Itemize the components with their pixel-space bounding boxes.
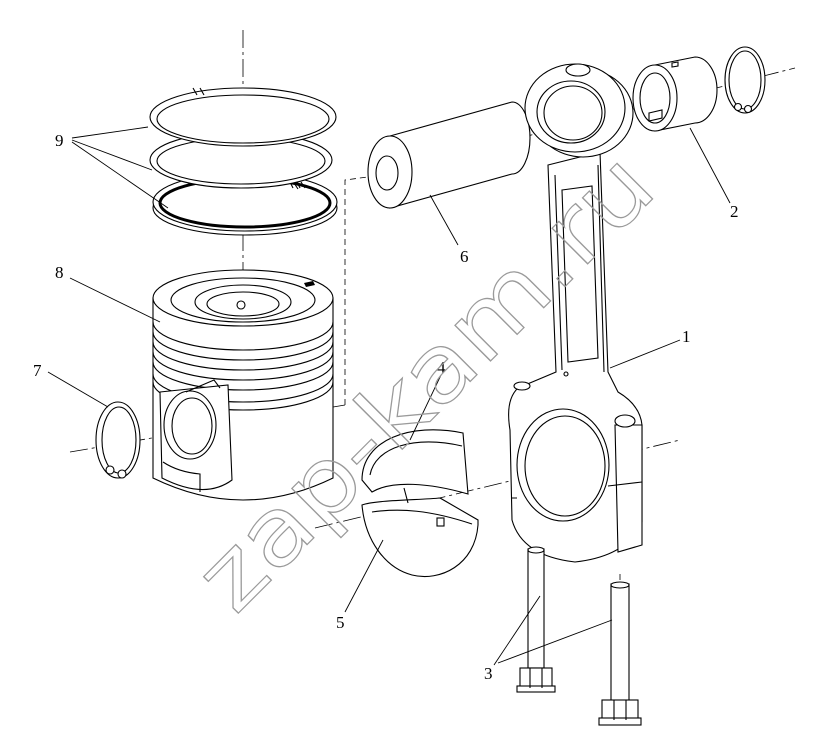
callout-5: 5 xyxy=(336,613,345,632)
conrod-bolt-left xyxy=(516,546,556,693)
connecting-rod xyxy=(508,63,643,563)
circlip-left-tab-1 xyxy=(105,465,115,475)
bolt-right-flange xyxy=(598,717,642,726)
piston xyxy=(152,269,334,501)
piston-pin-body xyxy=(389,101,531,209)
conrod-web xyxy=(561,185,599,363)
lower-shell-split xyxy=(403,487,409,504)
leader-2 xyxy=(689,127,731,204)
ring-top-inner xyxy=(156,94,330,144)
leader-4 xyxy=(409,374,442,441)
bolt-right-tip xyxy=(610,581,630,589)
small-end-bushing xyxy=(632,56,718,132)
conrod-bolt-boss xyxy=(614,424,643,553)
conrod-mark xyxy=(563,371,569,377)
circlip-left xyxy=(95,401,141,479)
circlip-right xyxy=(724,46,766,114)
bolt-left-head xyxy=(519,667,553,689)
bolt-right-shank xyxy=(610,583,630,702)
piston-ring-top xyxy=(149,87,337,147)
leader-lines xyxy=(47,126,731,666)
circlip-left-inner xyxy=(101,406,137,474)
upper-bearing-shell xyxy=(361,429,469,495)
piston-groove-1 xyxy=(152,321,334,351)
conrod-big-end-bore-inner xyxy=(524,415,606,517)
upper-shell-inner-edge xyxy=(369,441,463,476)
ring-second-gap xyxy=(293,181,306,190)
upper-shell-body xyxy=(361,429,469,495)
piston-crown-edge xyxy=(170,277,316,323)
bushing-oil-hole xyxy=(671,61,679,68)
circlip-right-inner xyxy=(728,50,762,110)
piston-orientation-mark xyxy=(304,281,315,287)
conrod-cap-parting-line xyxy=(512,481,643,499)
lower-shell-inner-edge xyxy=(371,509,473,525)
piston-groove-6 xyxy=(152,373,334,403)
circlip-left-tab-2 xyxy=(117,469,127,479)
ring-top-gap xyxy=(192,87,205,96)
callout-9: 9 xyxy=(55,131,64,150)
piston-boss-rib xyxy=(162,379,221,492)
leader-8 xyxy=(69,277,161,323)
bolt-right-head xyxy=(601,699,639,721)
bolt-left-tip xyxy=(527,546,545,554)
callout-6: 6 xyxy=(460,247,469,266)
circlip-right-tab-2 xyxy=(743,104,753,114)
piston-bowl-center xyxy=(236,300,246,310)
conrod-small-end-bore xyxy=(536,80,606,144)
bolt-right-head-facets xyxy=(613,700,627,720)
callout-1: 1 xyxy=(682,327,691,346)
bolt-left-flange xyxy=(516,685,556,693)
leader-3 xyxy=(493,595,613,666)
lower-shell-tab xyxy=(436,517,445,527)
piston-pin-bore-inner xyxy=(171,397,213,455)
conrod-left-boss xyxy=(513,381,531,391)
bolt-left-head-facets xyxy=(529,668,543,688)
bushing-groove xyxy=(648,109,663,122)
piston-bowl-inner xyxy=(206,291,280,317)
conrod-small-end-bore-inner xyxy=(543,85,603,141)
piston-pin-hole xyxy=(375,155,399,191)
bolt-left-shank xyxy=(527,548,545,669)
piston-ring-second xyxy=(149,131,333,190)
conrod-big-end-bore xyxy=(516,408,610,522)
leader-5 xyxy=(344,539,384,613)
pin-connector-line xyxy=(344,175,376,405)
callout-7: 7 xyxy=(33,361,42,380)
conrod-bolt-hole xyxy=(614,414,636,428)
callout-2: 2 xyxy=(730,202,739,221)
circlip-right-tab-1 xyxy=(733,102,743,112)
leader-1 xyxy=(609,339,681,369)
conrod-oil-hole xyxy=(565,63,591,77)
leader-7 xyxy=(47,371,109,408)
callout-8: 8 xyxy=(55,263,64,282)
lower-bearing-shell xyxy=(361,487,479,577)
conrod-web-edges xyxy=(554,164,605,373)
piston-groove-2 xyxy=(152,331,334,361)
leader-9 xyxy=(71,126,169,209)
conrod-bolt-right xyxy=(598,581,642,726)
callout-labels: 9 8 7 6 4 5 1 2 3 xyxy=(33,131,739,683)
callout-3: 3 xyxy=(484,664,493,683)
leader-6 xyxy=(429,194,459,246)
callout-4: 4 xyxy=(437,358,446,377)
piston-groove-3 xyxy=(152,341,334,371)
piston-pin xyxy=(367,101,531,209)
piston-groove-5 xyxy=(152,361,334,391)
piston-groove-4 xyxy=(152,351,334,381)
